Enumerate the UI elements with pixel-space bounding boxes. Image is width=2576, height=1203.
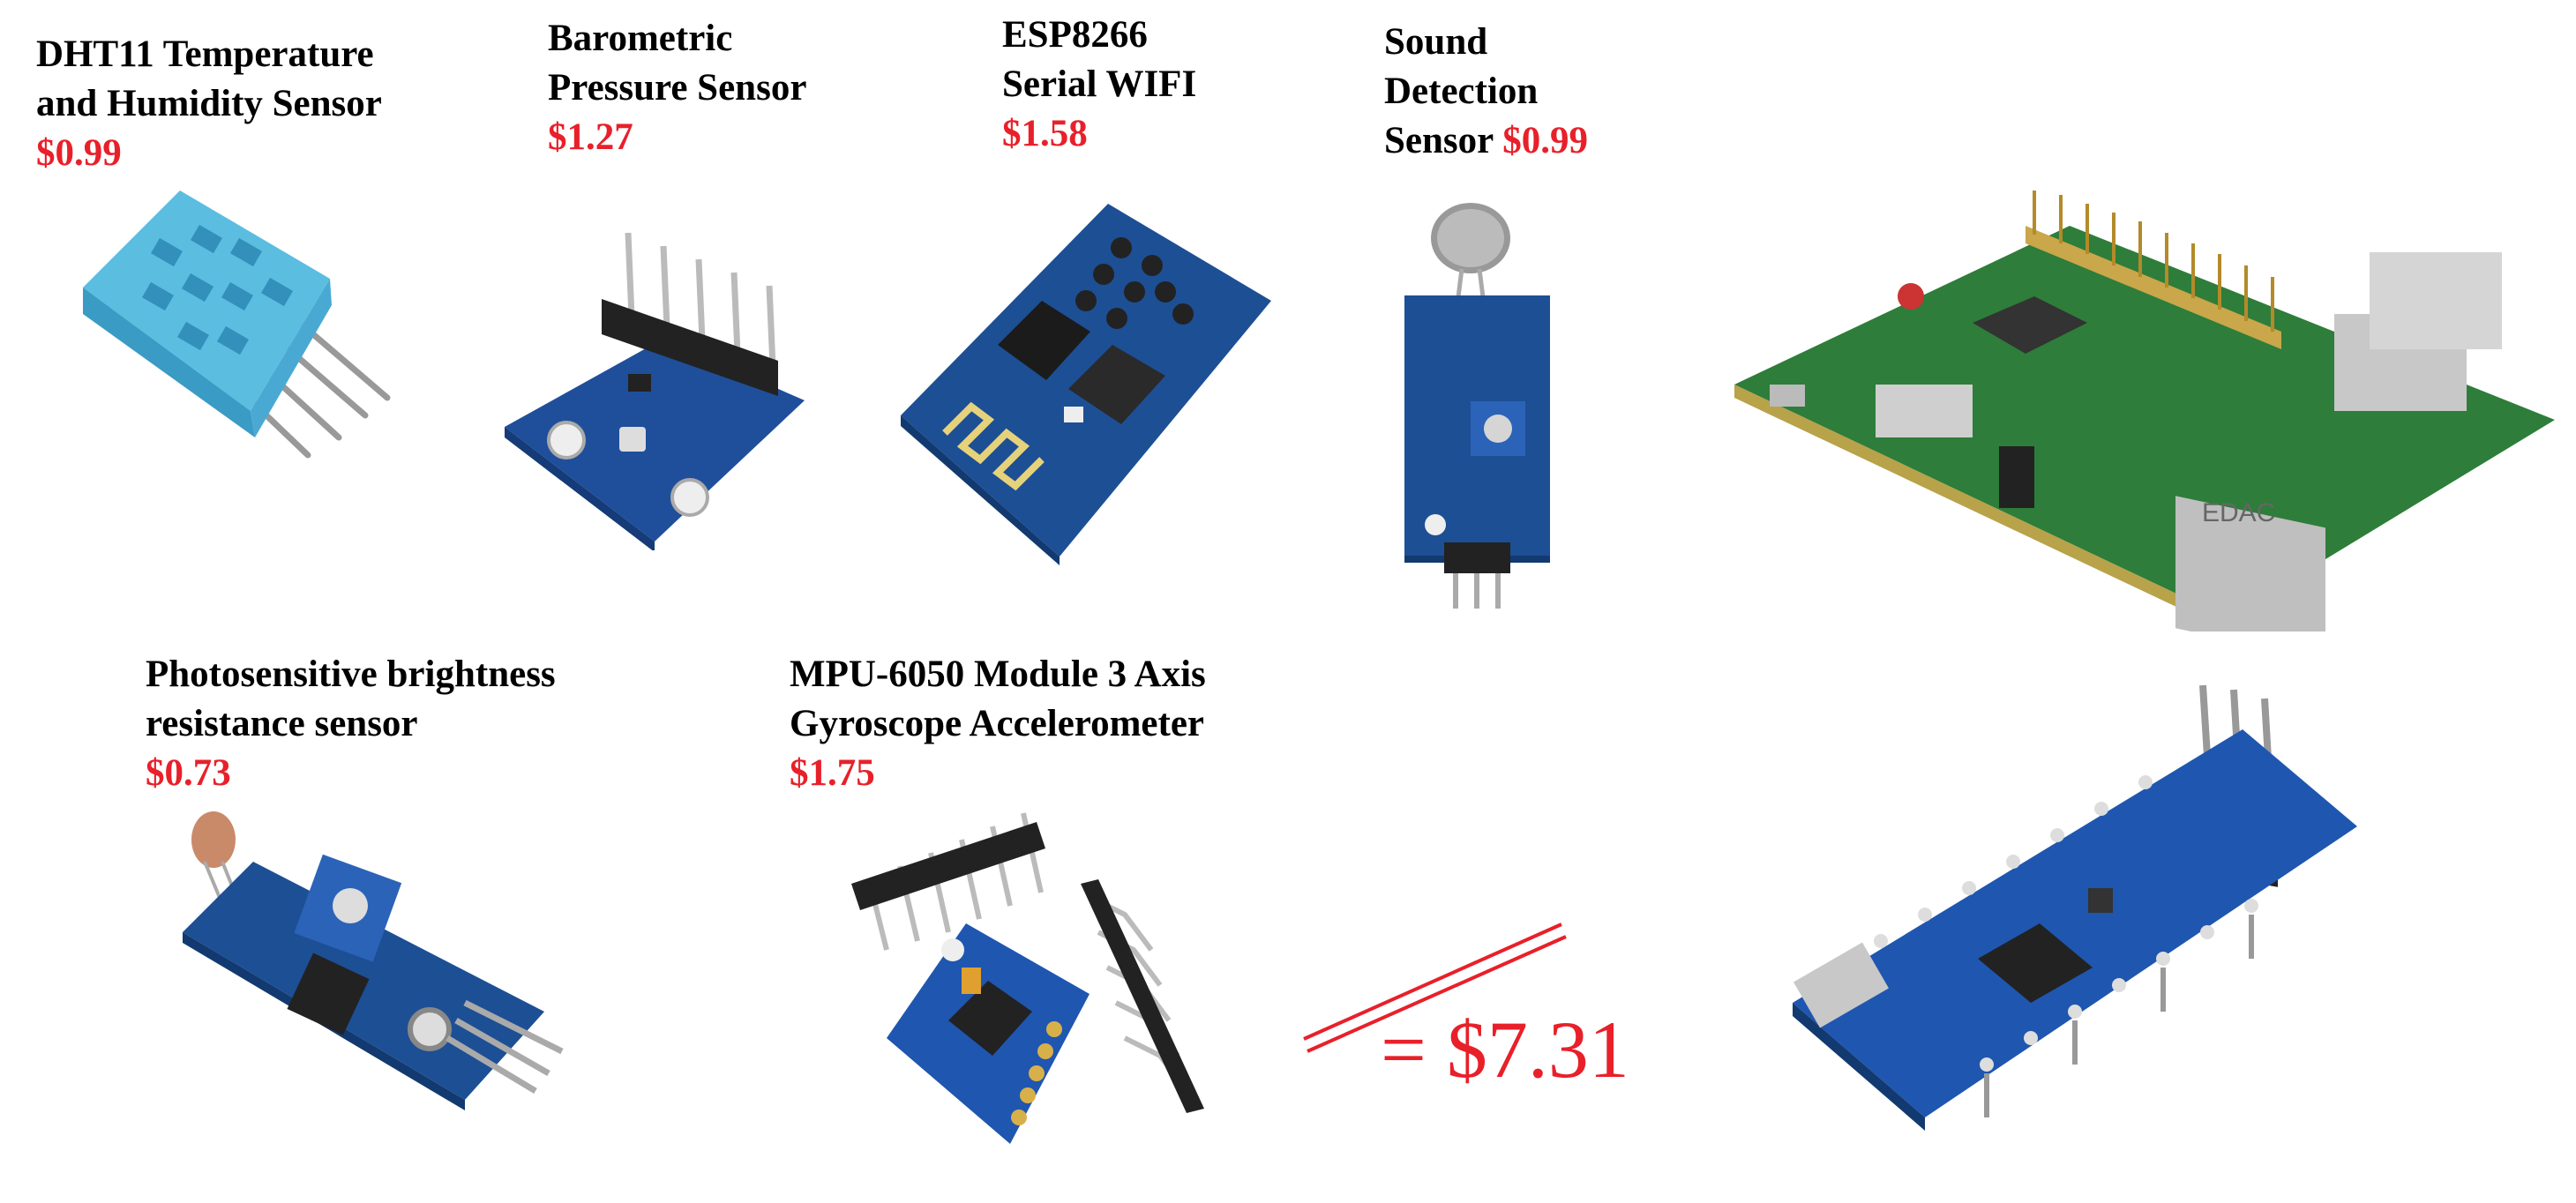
total-price: = $7.31 <box>1381 1005 1629 1094</box>
barometric-sensor-image <box>505 232 805 550</box>
raspberry-pi-image: EDAC <box>1734 191 2555 631</box>
sound-sensor-image <box>1404 203 1550 609</box>
product-price: $0.99 <box>1502 120 1588 161</box>
product-price: $1.58 <box>1002 113 1088 154</box>
product-label-mpu6050: MPU-6050 Module 3 Axis Gyroscope Acceler… <box>790 650 1206 798</box>
product-price: $0.99 <box>36 132 122 174</box>
photosensitive-sensor-image <box>183 811 564 1110</box>
total-underline-strokes <box>1303 923 1567 1053</box>
product-name: Barometric <box>548 18 733 59</box>
product-name: MPU-6050 Module 3 Axis <box>790 654 1206 695</box>
product-name: Photosensitive brightness <box>146 654 556 695</box>
rpi-ethernet-label: EDAC <box>2202 498 2275 527</box>
product-price: $1.75 <box>790 752 875 794</box>
product-name: DHT11 Temperature <box>36 34 374 75</box>
product-name: Pressure Sensor <box>548 67 807 108</box>
product-label-barometric: Barometric Pressure Sensor $1.27 <box>548 14 806 162</box>
product-name: Sound <box>1384 21 1488 63</box>
product-label-photosensitive: Photosensitive brightness resistance sen… <box>146 650 556 798</box>
total-amount: $7.31 <box>1446 1005 1629 1095</box>
arduino-nano-image <box>1793 684 2357 1131</box>
product-label-dht11: DHT11 Temperature and Humidity Sensor $0… <box>36 30 382 178</box>
product-name: Detection <box>1384 71 1539 112</box>
product-name: Serial WIFI <box>1002 64 1197 105</box>
esp8266-module-image <box>901 204 1271 565</box>
product-label-esp8266: ESP8266 Serial WIFI $1.58 <box>1002 11 1196 159</box>
product-name: Sensor <box>1384 120 1494 161</box>
product-name: resistance sensor <box>146 703 418 744</box>
product-price: $0.73 <box>146 752 231 794</box>
product-label-sound: Sound Detection Sensor $0.99 <box>1384 18 1588 166</box>
equals-sign: = <box>1381 1005 1427 1095</box>
product-name: ESP8266 <box>1002 14 1148 56</box>
product-price: $1.27 <box>548 116 633 158</box>
product-name: Gyroscope Accelerometer <box>790 703 1204 744</box>
product-name: and Humidity Sensor <box>36 83 382 124</box>
mpu6050-module-image <box>851 812 1204 1144</box>
dht11-sensor-image <box>83 191 391 459</box>
